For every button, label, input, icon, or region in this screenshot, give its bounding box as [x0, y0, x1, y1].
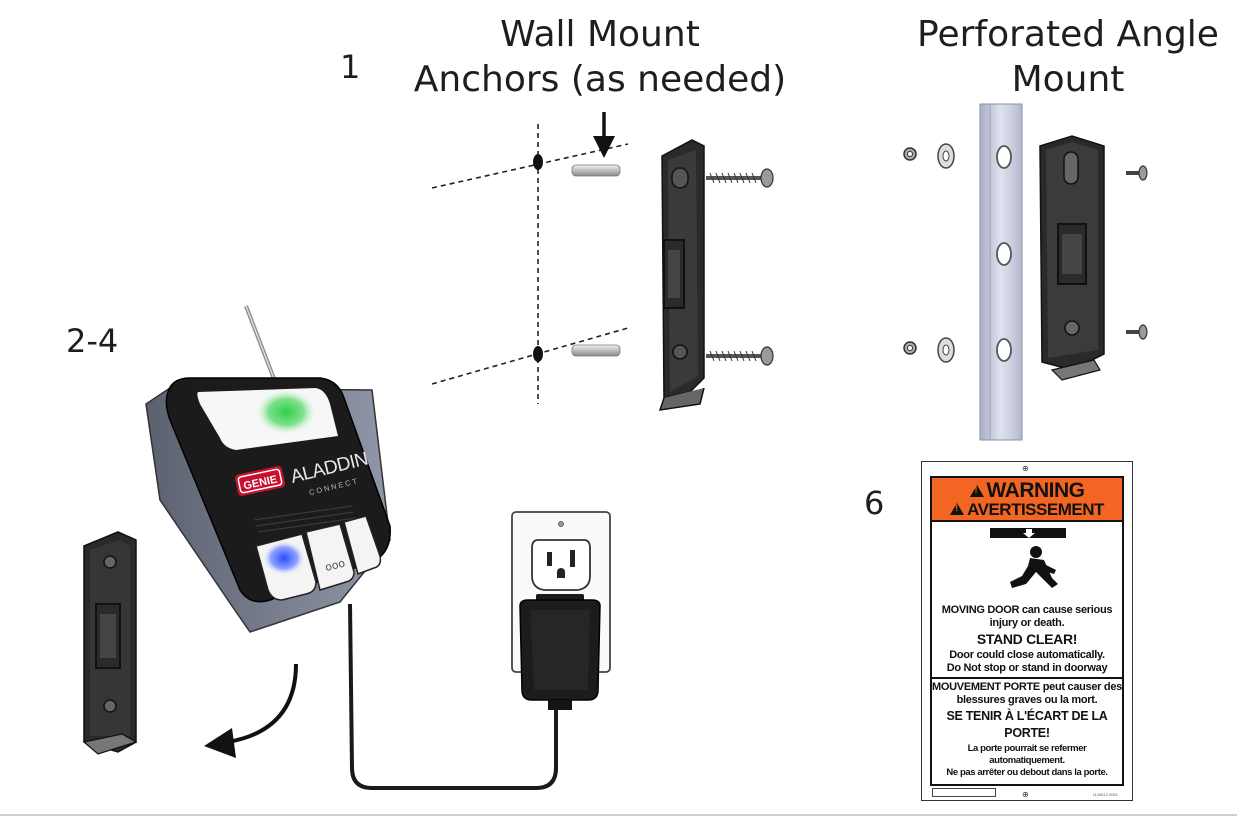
warning-header: WARNING AVERTISSEMENT [932, 478, 1122, 522]
warning-title-fr: AVERTISSEMENT [967, 500, 1104, 519]
perforated-angle-rail [979, 103, 1023, 441]
drill-holes [533, 154, 543, 362]
step-2-4-number: 2-4 [66, 322, 119, 360]
sign-label-box [932, 788, 996, 797]
hazard-triangle-icon [950, 503, 965, 515]
warning-fr-line3: La porte pourrait se refermer automatiqu… [967, 743, 1087, 766]
warning-fr-line4: Ne pas arrêter ou debout dans la porte. [946, 767, 1108, 778]
angle-mount-sublabel: Mount [1011, 59, 1125, 100]
wall-mount-bracket [658, 139, 705, 411]
status-led-green [254, 388, 318, 436]
wall-mount-heading: Wall Mount Anchors (as needed) [408, 12, 792, 102]
warning-fr-line2: blessures graves ou la mort. [956, 693, 1098, 706]
wall-mount-label: Wall Mount [500, 14, 700, 55]
step-6-number: 6 [864, 484, 885, 522]
warning-en-line3: Door could close automatically. [949, 649, 1105, 661]
angle-mount-label: Perforated Angle [917, 14, 1219, 55]
warning-sign: ⊕ WARNING AVERTISSEMENT MOVING DOOR can … [921, 461, 1133, 801]
warning-en-line4: Do Not stop or stand in doorway [946, 661, 1108, 674]
warning-en-line2: injury or death. [989, 616, 1065, 629]
wall-screws [706, 168, 774, 366]
power-cable [348, 603, 558, 790]
angle-mount-assembly [903, 103, 1148, 441]
power-adapter [519, 594, 601, 710]
falling-door-pictogram [932, 522, 1122, 604]
hazard-triangle-icon [969, 485, 984, 497]
crosshair-icon: ⊕ [1022, 464, 1029, 473]
genie-logo-badge: GENIE [234, 465, 286, 497]
loose-wall-bracket [82, 531, 138, 755]
warning-stand-clear: STAND CLEAR! [976, 631, 1078, 647]
step-1-number: 1 [340, 48, 361, 86]
curved-arrow [204, 663, 298, 758]
wall-mount-sublabel: Anchors (as needed) [413, 59, 787, 100]
wall-guide-lines [431, 124, 629, 404]
svg-text:ooo: ooo [324, 556, 347, 574]
aladdin-connect-controller: GENIE ALADDIN CONNECT ooo [145, 305, 558, 790]
status-led-blue [262, 540, 306, 576]
wall-mount-assembly [431, 112, 774, 411]
crosshair-icon: ⊕ [1022, 790, 1029, 799]
warning-stand-clear-fr: SE TENIR À L'ÉCART DE LA PORTE! [946, 709, 1108, 740]
sign-part-code: 1126012.0001 [1092, 792, 1118, 797]
controller-buttons: ooo [255, 515, 382, 601]
angle-mount-bracket [1039, 135, 1105, 381]
wall-anchors [571, 164, 621, 357]
warning-en-line1: MOVING DOOR can cause serious [941, 604, 1113, 616]
angle-nuts-washers [903, 143, 955, 363]
angle-bolts [1126, 165, 1148, 340]
anchor-arrow [593, 112, 615, 158]
warning-title: WARNING [986, 479, 1086, 502]
warning-fr-line1: MOUVEMENT PORTE peut causer des [932, 681, 1122, 693]
angle-mount-heading: Perforated Angle Mount [906, 12, 1230, 102]
